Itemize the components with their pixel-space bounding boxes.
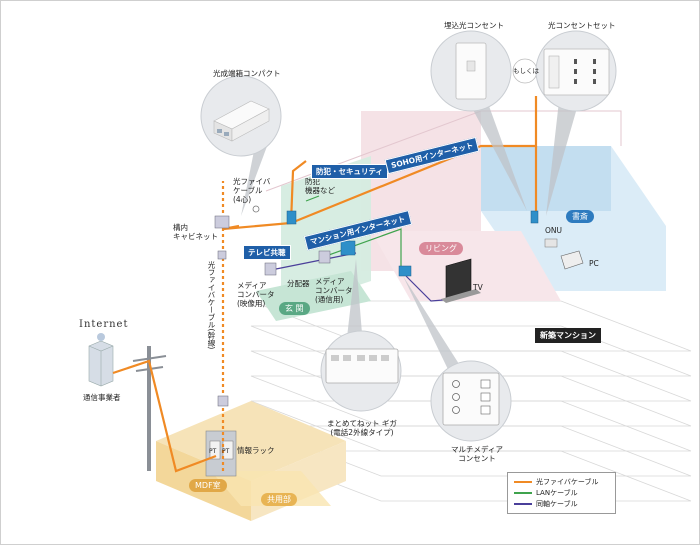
tv-kyoyo-tag: テレビ共聴 bbox=[243, 245, 291, 260]
carrier-building bbox=[88, 333, 114, 387]
kounai-cabinet-label: 構内 キャビネット bbox=[173, 223, 218, 241]
multimedia-outlet-label: マルチメディア コンセント bbox=[451, 445, 503, 463]
info-rack-label: 情報ラック bbox=[237, 446, 275, 455]
carrier-label: 通信事業者 bbox=[83, 393, 121, 402]
legend: 光ファイバケーブル LANケーブル 同軸ケーブル bbox=[507, 472, 616, 514]
legend-coax: 同軸ケーブル bbox=[514, 499, 578, 509]
fiber-4core-label: 光ファイバ ケーブル (4心) bbox=[233, 177, 271, 204]
outlet-set-label: 光コンセントセット bbox=[548, 21, 616, 30]
hikari-compact-label: 光成端箱コンパクト bbox=[213, 69, 281, 78]
legend-lan: LANケーブル bbox=[514, 488, 578, 498]
mdf-room-tag: MDF室 bbox=[189, 479, 227, 492]
study-tag: 書斎 bbox=[566, 210, 594, 223]
security-device-label: 防犯 機器など bbox=[305, 177, 335, 195]
callout-circles bbox=[200, 30, 617, 442]
internet-label: Internet bbox=[79, 319, 129, 330]
legend-fiber: 光ファイバケーブル bbox=[514, 477, 598, 487]
common-area-tag: 共用部 bbox=[261, 493, 297, 506]
media-converter-video-label: メディア コンバータ (映像用) bbox=[237, 281, 275, 308]
pc-label: PC bbox=[589, 259, 599, 268]
splitter-label: 分配器 bbox=[287, 279, 310, 288]
fiber-cables bbox=[112, 96, 538, 473]
matomete-label: まとめてねット ギガ (電話2外線タイプ) bbox=[327, 419, 397, 437]
trunk-fiber-label: 光ファイバケーブル(幹線) bbox=[207, 261, 216, 350]
moshikuwa-label: もしくは bbox=[513, 67, 539, 75]
living-tag: リビング bbox=[419, 242, 463, 255]
security-tag: 防犯・セキュリティ bbox=[311, 164, 389, 179]
devices bbox=[214, 205, 584, 407]
pt-label-2: PT bbox=[222, 448, 230, 455]
entrance-tag: 玄 関 bbox=[279, 302, 310, 315]
utility-pole bbox=[132, 346, 167, 471]
media-converter-comm-label: メディア コンバータ (通信用) bbox=[315, 277, 353, 304]
tv-label: TV bbox=[473, 283, 483, 292]
mdf-area bbox=[156, 401, 346, 521]
onu-label: ONU bbox=[545, 226, 563, 235]
pt-label-1: PT bbox=[209, 448, 217, 455]
callout-pointers bbox=[241, 101, 579, 386]
umekomi-outlet-label: 埋込光コンセント bbox=[444, 21, 504, 30]
new-mansion-tag: 新築マンション bbox=[535, 328, 601, 343]
